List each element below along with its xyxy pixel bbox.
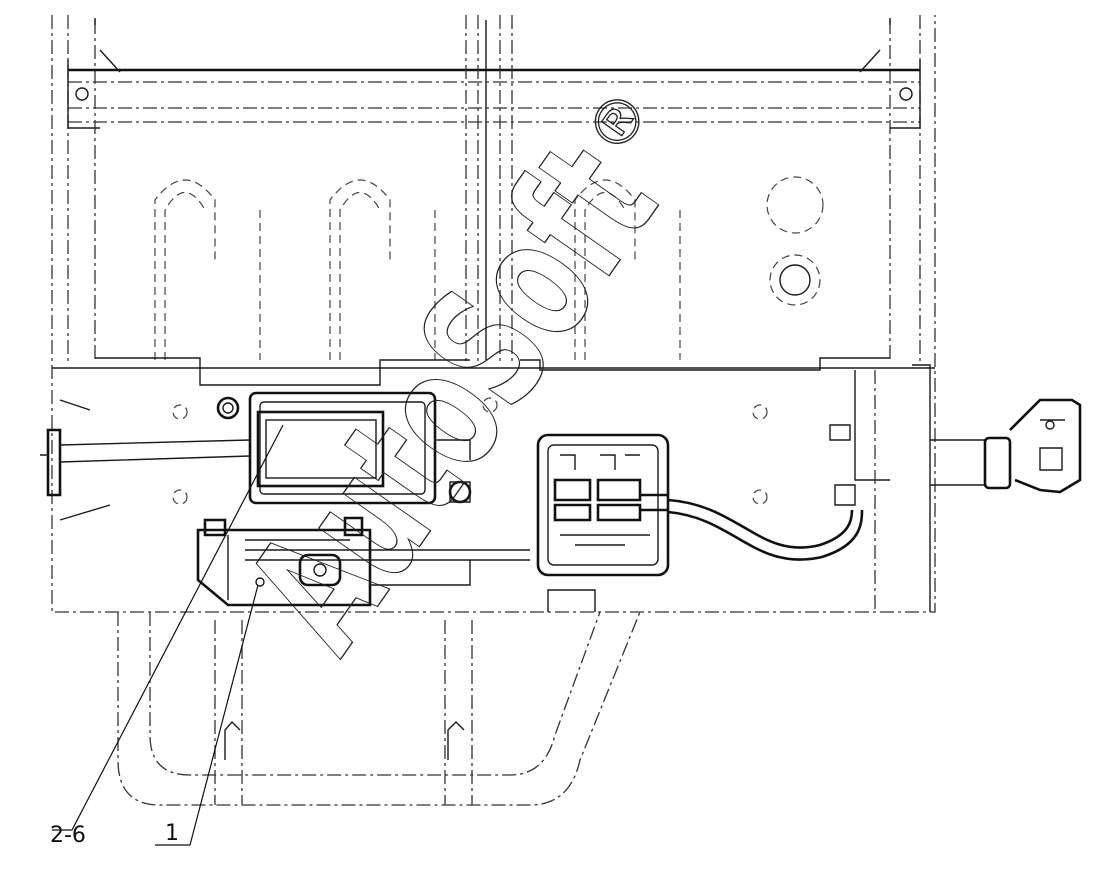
- shaft-handle: [874, 364, 1082, 612]
- cable: [667, 498, 864, 561]
- callout-label-2-6: 2-6: [50, 823, 86, 848]
- left-bracket: [40, 399, 251, 521]
- component-box: [216, 391, 472, 505]
- watermark-text: AutoSoft: [211, 111, 694, 683]
- leader-1: [155, 584, 259, 846]
- housing-frame: [51, 15, 936, 613]
- top-crossmember: [67, 49, 921, 129]
- lower-bracket: [196, 516, 530, 607]
- cross-plate: [52, 357, 935, 506]
- center-ribs: [465, 15, 513, 365]
- electrical-box: [536, 433, 670, 577]
- callout-label-1: 1: [165, 821, 179, 846]
- arch-slots: [154, 179, 681, 360]
- leader-2-6: [52, 424, 284, 831]
- lower-frame: [117, 589, 641, 806]
- callouts: 2-6 1: [50, 424, 284, 848]
- gear-detail: [766, 176, 824, 306]
